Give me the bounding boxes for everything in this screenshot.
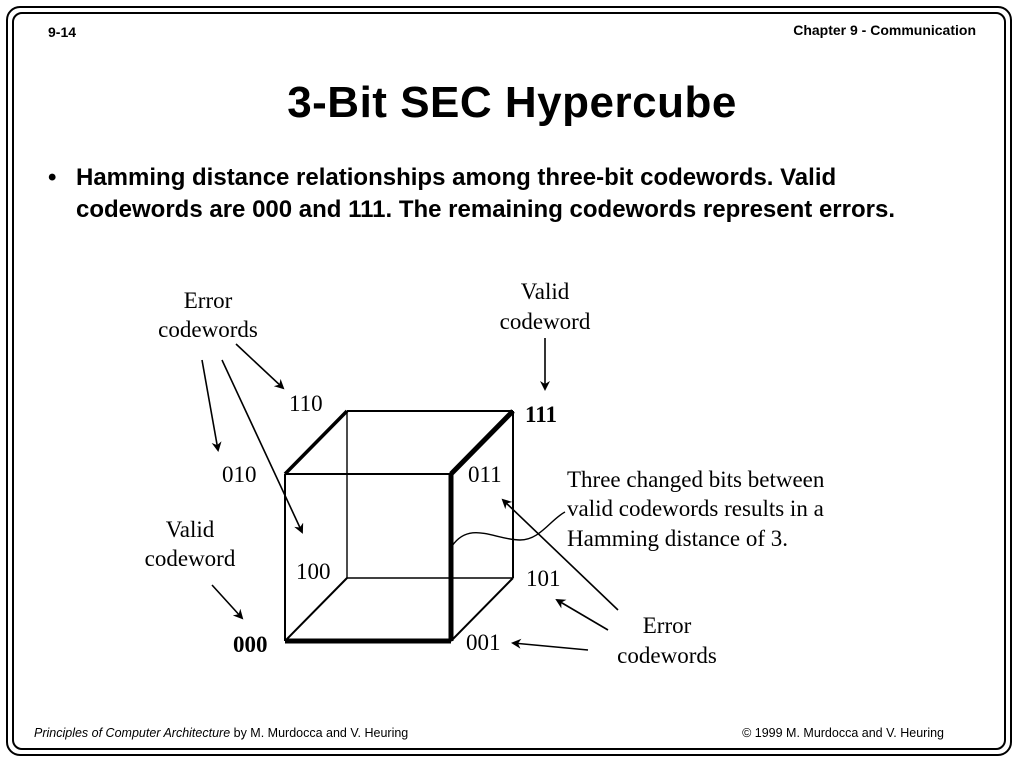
- edge-001-101: [450, 577, 514, 642]
- arrow-error-to-011: [501, 498, 619, 611]
- arrows: [201, 338, 619, 651]
- cube-edges: [283, 409, 515, 644]
- note-pointer-line: [451, 511, 566, 547]
- bullet-point: • Hamming distance relationships among t…: [48, 162, 928, 226]
- arrow-error-to-101: [555, 598, 609, 631]
- error-top-label-line2: codewords: [158, 317, 258, 342]
- footer-book-credit: Principles of Computer Architecture by M…: [34, 726, 408, 740]
- hamming-note-line3: Hamming distance of 3.: [567, 526, 788, 551]
- error-top-label-line1: Error: [184, 288, 233, 313]
- hamming-note-line2: valid codewords results in a: [567, 496, 824, 521]
- vertex-label-011: 011: [468, 462, 502, 487]
- arrow-error-to-010: [201, 359, 222, 452]
- footer-book-title: Principles of Computer Architecture: [34, 726, 231, 740]
- vertex-label-100: 100: [296, 559, 331, 584]
- bullet-text: Hamming distance relationships among thr…: [76, 164, 895, 223]
- vertex-label-001: 001: [466, 630, 501, 655]
- error-bottom-label-line2: codewords: [617, 643, 717, 668]
- valid-left-label-line1: Valid: [166, 517, 215, 542]
- edge-000-100: [284, 577, 348, 642]
- footer-copyright: © 1999 M. Murdocca and V. Heuring: [742, 726, 944, 740]
- valid-top-label-line1: Valid: [521, 279, 570, 304]
- vertex-label-111: 111: [525, 402, 557, 427]
- valid-left-label-line2: codeword: [145, 546, 236, 571]
- chapter-title: Chapter 9 - Communication: [793, 22, 976, 38]
- slide-frame-outer: [6, 6, 1012, 756]
- vertex-label-000: 000: [233, 632, 268, 657]
- hamming-note-line1: Three changed bits between: [567, 467, 825, 492]
- footer-authors: by M. Murdocca and V. Heuring: [230, 726, 409, 740]
- arrow-error-to-100: [221, 359, 304, 534]
- vertex-label-110: 110: [289, 391, 323, 416]
- valid-top-label-line2: codeword: [500, 309, 591, 334]
- vertex-label-101: 101: [526, 566, 561, 591]
- edge-010-110: [283, 409, 349, 476]
- error-bottom-label-line1: Error: [643, 613, 692, 638]
- slide-frame-inner: [12, 12, 1006, 750]
- bullet-dot-icon: •: [48, 164, 57, 191]
- vertex-label-010: 010: [222, 462, 257, 487]
- arrow-error-to-001: [511, 638, 589, 651]
- arrow-error-to-110: [235, 343, 285, 390]
- slide-title: 3-Bit SEC Hypercube: [287, 78, 737, 127]
- slide-number: 9-14: [48, 24, 77, 40]
- arrow-valid-to-000: [211, 584, 244, 620]
- edge-011-111: [449, 409, 515, 476]
